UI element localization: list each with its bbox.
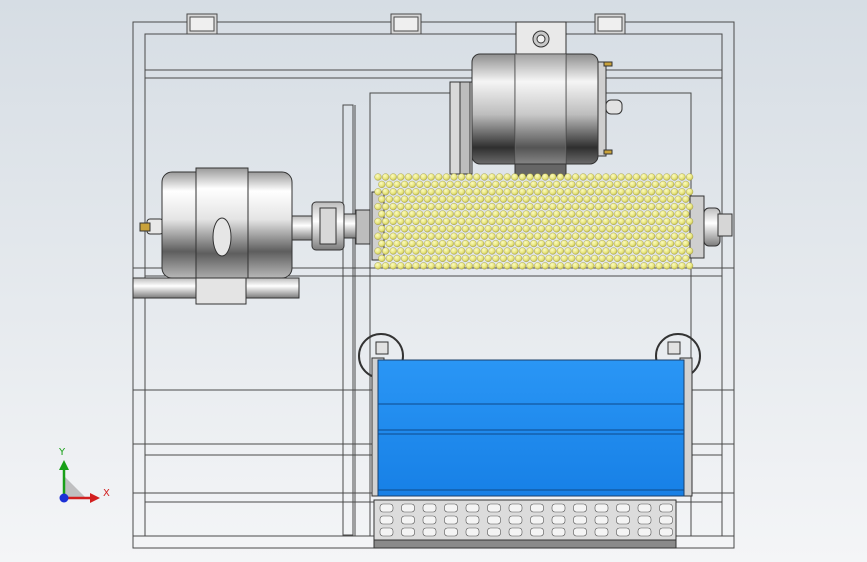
bottom-roller-rows	[373, 499, 677, 549]
conveyor-tank	[358, 333, 701, 497]
brush-roller	[371, 173, 733, 270]
left-motor	[132, 167, 371, 305]
top-mount-tabs	[186, 13, 626, 35]
brush-bristles	[374, 173, 694, 270]
top-motor	[449, 21, 623, 177]
